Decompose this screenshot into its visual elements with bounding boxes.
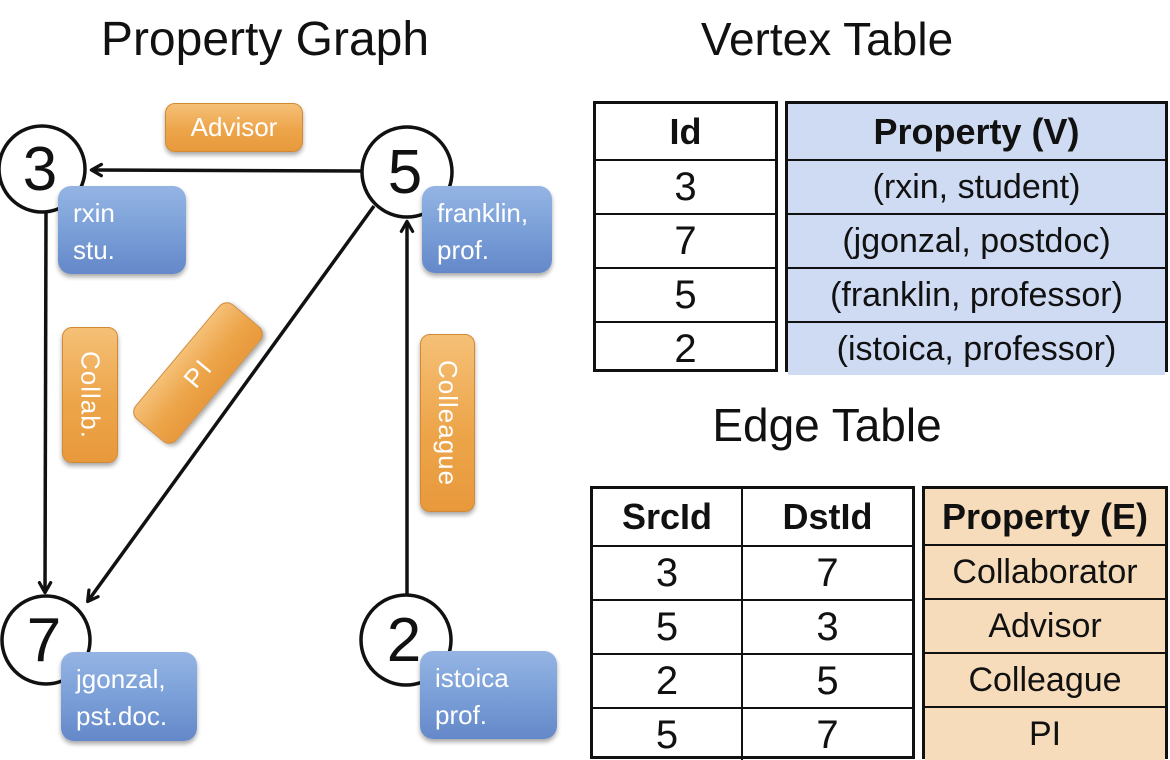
node-id-5: 5 bbox=[388, 138, 422, 207]
property-graph-title: Property Graph bbox=[100, 13, 430, 66]
edge-line-pi-5-to-7 bbox=[86, 204, 376, 604]
edge-table-property-cell: Advisor bbox=[925, 598, 1165, 652]
vertex-table-id-cell: 7 bbox=[596, 213, 775, 267]
vertex-table-property-cell: (jgonzal, postdoc) bbox=[788, 213, 1165, 267]
edge-table-property-header: Property (E) bbox=[925, 489, 1165, 544]
node-property-box-5: franklin, prof. bbox=[422, 186, 552, 273]
edge-table-dstid-cell: 7 bbox=[816, 712, 839, 757]
edge-table-dstid-cell: 3 bbox=[816, 604, 839, 649]
edge-label-advisor-text: Advisor bbox=[190, 112, 278, 142]
vertex-table-id-cell: 2 bbox=[596, 321, 775, 375]
vertex-table-id-header: Id bbox=[669, 110, 702, 152]
node-property-line: rxin bbox=[73, 198, 115, 228]
vertex-table-id-cell: 3 bbox=[596, 159, 775, 213]
node-property-line: istoica bbox=[435, 663, 509, 693]
node-id-7: 7 bbox=[27, 606, 61, 675]
edge-table-srcid-cell: 2 bbox=[593, 655, 743, 707]
vertex-table-title: Vertex Table bbox=[700, 13, 954, 65]
edge-label-colleague-text: Colleague bbox=[433, 359, 463, 487]
edge-label-pi-text: PI bbox=[176, 352, 219, 394]
vertex-table-property-column: Property (V) (rxin, student) (jgonzal, p… bbox=[785, 101, 1168, 375]
edge-table-srcid-cell: 5 bbox=[593, 601, 743, 653]
vertex-table-property-cell: (rxin, student) bbox=[788, 159, 1165, 213]
node-property-box-2: istoica prof. bbox=[420, 651, 557, 739]
vertex-table-property-cell: (istoica, professor) bbox=[788, 321, 1165, 375]
edge-table-property-cell: Colleague bbox=[925, 652, 1165, 706]
edge-table-dstid-header: DstId bbox=[782, 496, 873, 537]
edge-label-colleague: Colleague bbox=[420, 334, 475, 512]
edge-label-advisor: Advisor bbox=[165, 103, 303, 152]
node-id-2: 2 bbox=[387, 606, 421, 675]
edge-table-srcid-header: SrcId bbox=[593, 489, 743, 545]
edge-table-dstid-cell: 5 bbox=[816, 658, 839, 703]
edge-table-dstid-cell: 7 bbox=[816, 550, 839, 595]
node-property-line: jgonzal, bbox=[76, 664, 166, 694]
edge-label-collab: Collab. bbox=[62, 327, 118, 463]
edge-line-collab-3-to-7 bbox=[37, 212, 53, 595]
node-property-line: prof. bbox=[435, 699, 488, 730]
node-property-box-7: jgonzal, pst.doc. bbox=[61, 652, 197, 741]
node-property-line: franklin, bbox=[437, 198, 529, 228]
vertex-table-property-cell: (franklin, professor) bbox=[788, 267, 1165, 321]
vertex-table-id-column: Id 3 7 5 2 bbox=[593, 101, 778, 372]
edge-line-advisor-5-to-3 bbox=[89, 162, 363, 178]
edge-table-id-columns: SrcId DstId 3 7 5 3 2 5 5 7 bbox=[590, 486, 915, 760]
vertex-table-id-cell: 5 bbox=[596, 267, 775, 321]
edge-table-srcid-cell: 3 bbox=[593, 547, 743, 599]
edge-table-property-cell: PI bbox=[925, 706, 1165, 760]
edge-table-srcid-cell: 5 bbox=[593, 709, 743, 760]
node-property-line: prof. bbox=[437, 234, 490, 265]
edge-table-property-cell: Collaborator bbox=[925, 544, 1165, 598]
node-property-line: pst.doc. bbox=[76, 700, 168, 731]
node-property-line: stu. bbox=[73, 234, 115, 265]
edge-table-title: Edge Table bbox=[712, 399, 942, 451]
edge-label-collab-text: Collab. bbox=[75, 351, 106, 439]
node-id-3: 3 bbox=[23, 135, 57, 204]
edge-table-property-column: Property (E) Collaborator Advisor Collea… bbox=[922, 486, 1168, 760]
vertex-table-property-header: Property (V) bbox=[788, 104, 1165, 159]
node-property-box-3: rxin stu. bbox=[58, 186, 186, 274]
